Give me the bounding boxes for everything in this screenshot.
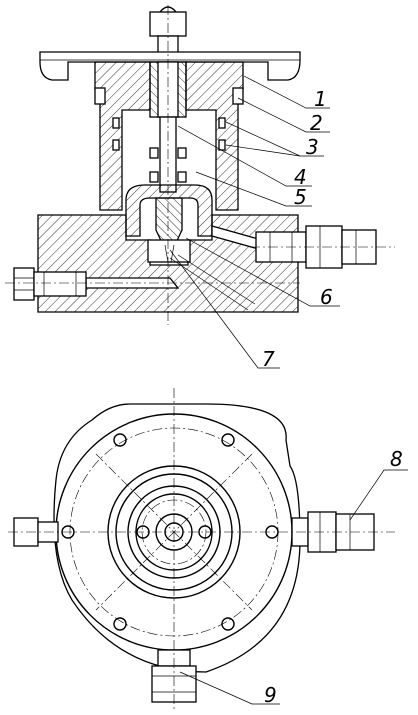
callout-7: 7 (262, 347, 275, 371)
section-view (5, 5, 395, 325)
callout-4: 4 (294, 165, 307, 189)
leader-lines-section (169, 75, 340, 369)
callout-2: 2 (310, 111, 323, 135)
callout-8: 8 (390, 447, 403, 471)
callout-6: 6 (320, 285, 333, 309)
callout-1: 1 (314, 87, 327, 111)
flange-plate (39, 51, 301, 81)
callout-3: 3 (306, 135, 319, 159)
callout-9: 9 (264, 683, 277, 707)
left-fitting (13, 267, 87, 301)
callout-5: 5 (294, 185, 307, 209)
piston-cup (125, 184, 213, 246)
leader-lines-plan (179, 469, 408, 705)
callout-labels: 1 2 3 4 5 6 7 8 9 (262, 87, 403, 707)
upper-body (94, 61, 244, 211)
plan-view (8, 388, 395, 712)
